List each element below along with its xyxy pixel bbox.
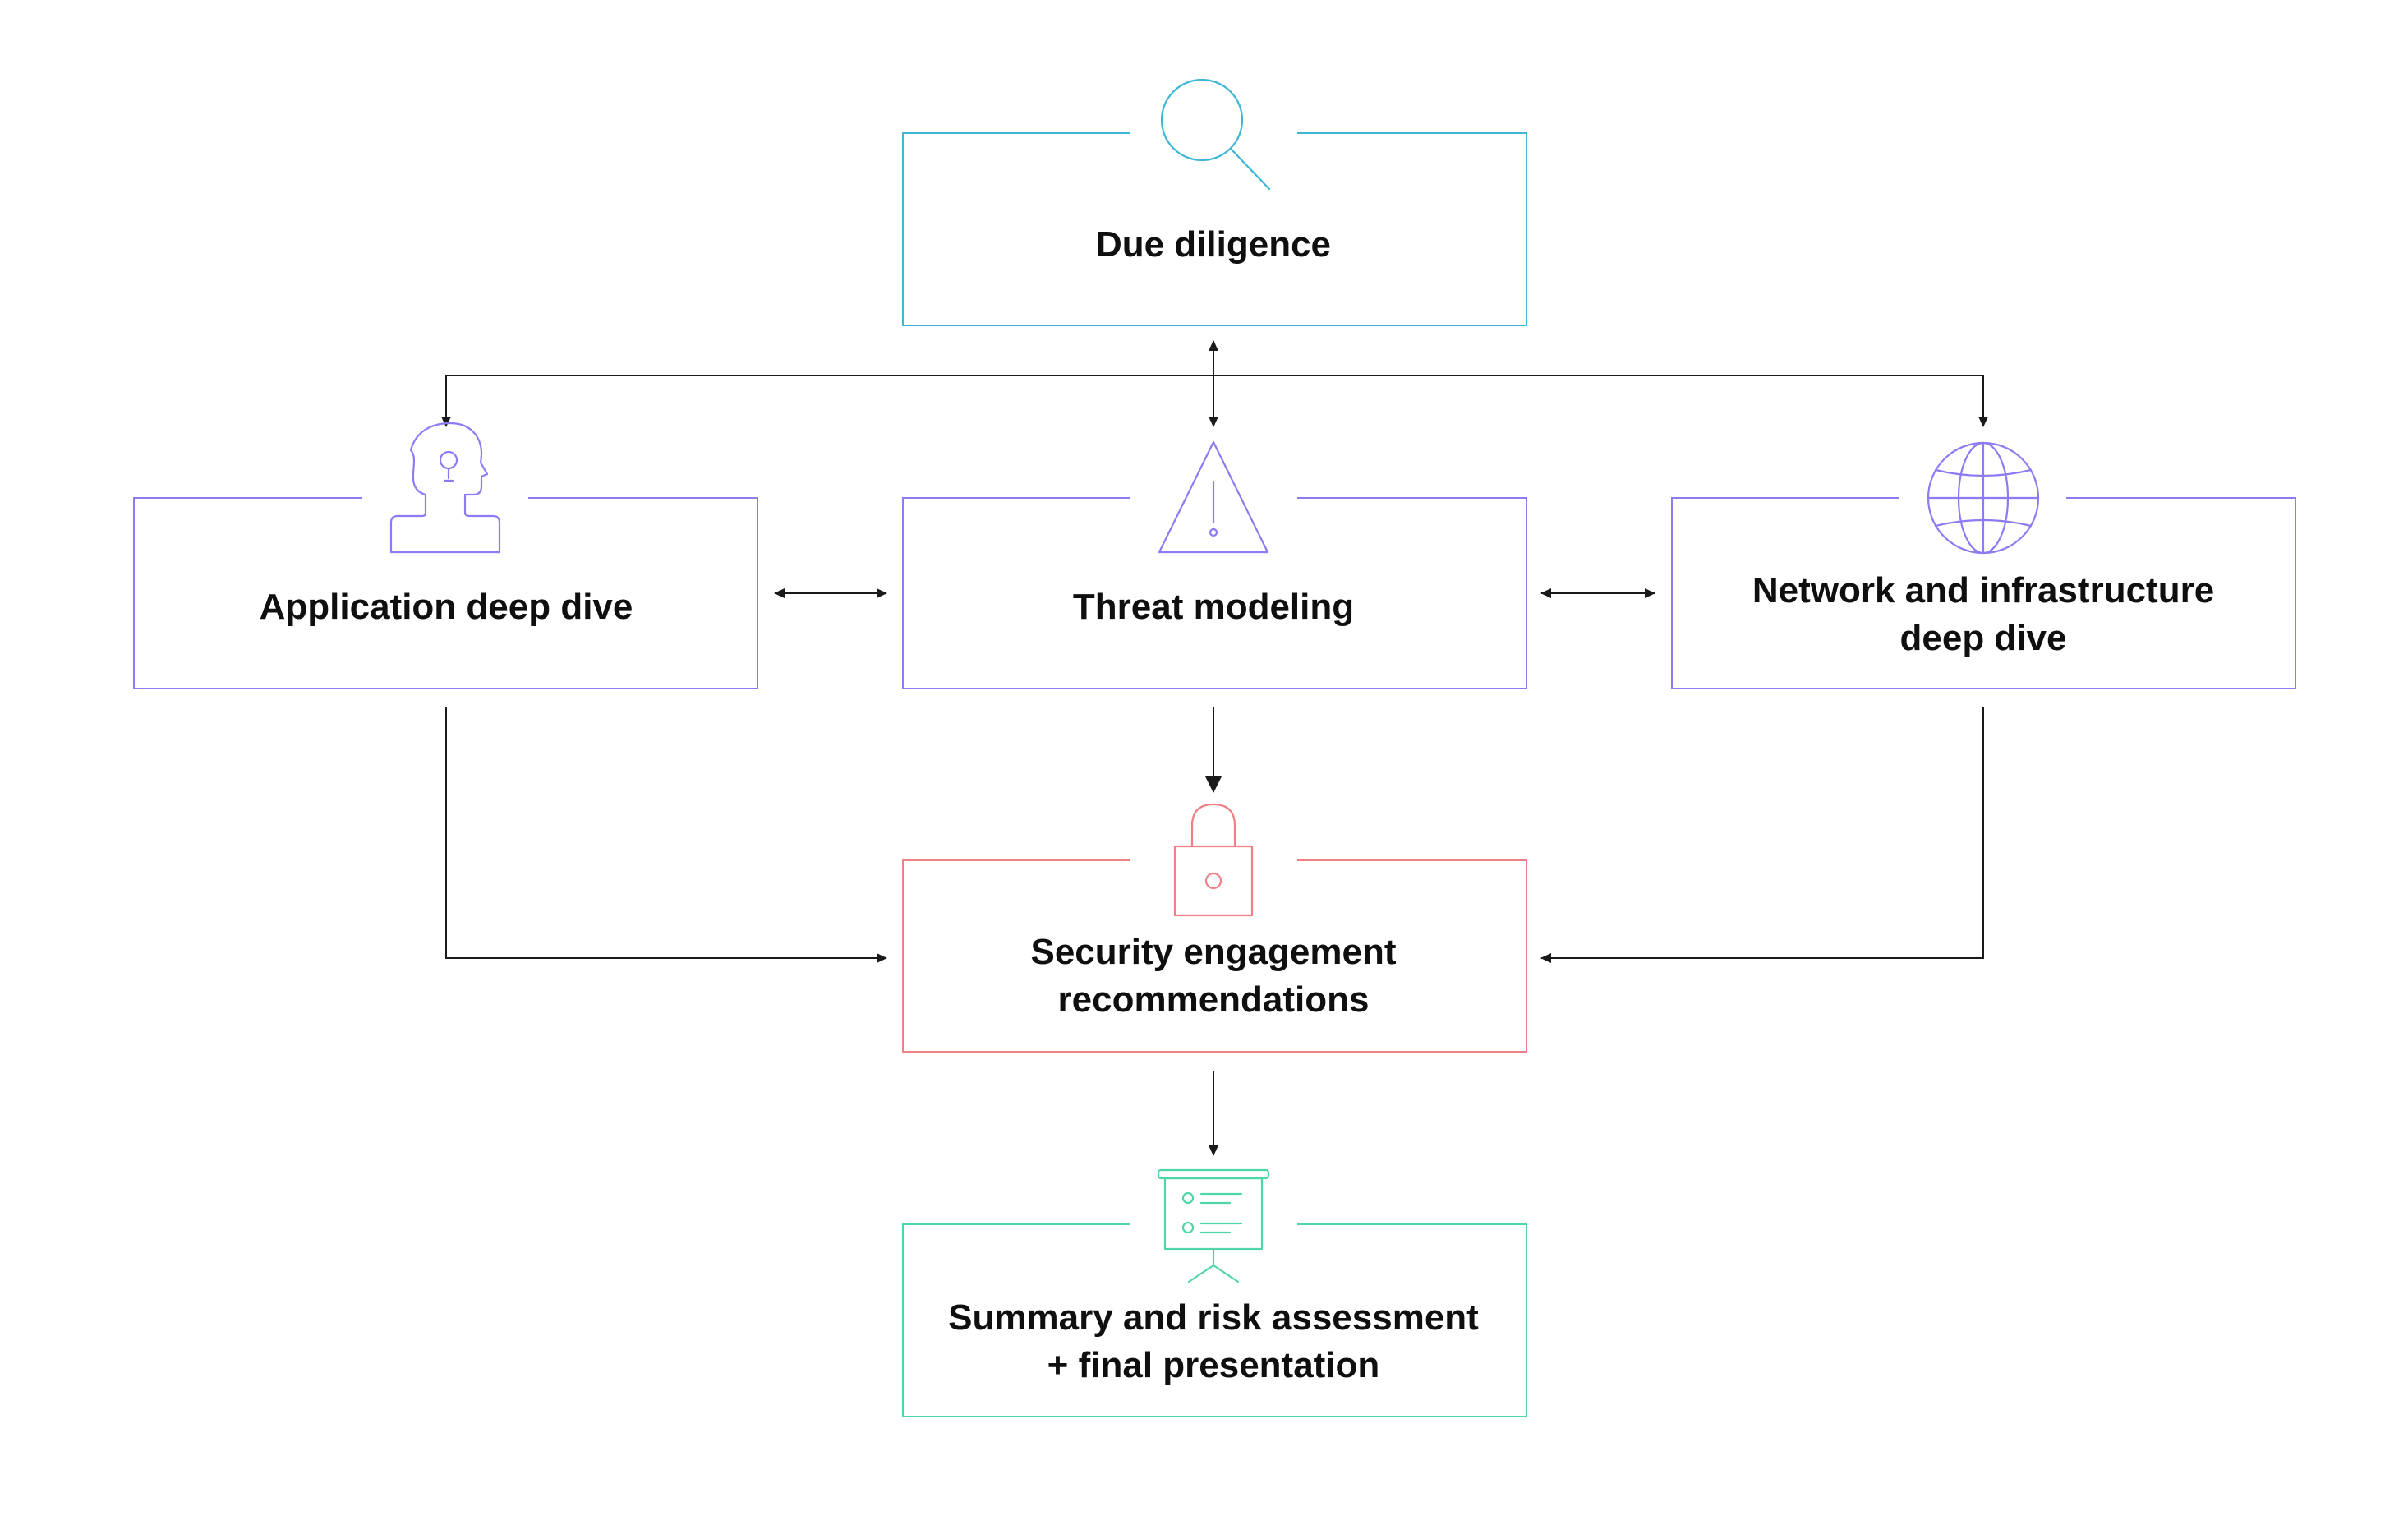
box-due-diligence (902, 132, 1527, 326)
svg-text:Application deep dive: Application deep dive (260, 587, 633, 627)
node-due-diligence: Due diligence (902, 78, 1527, 326)
security-label-line: Security engagement (1030, 932, 1396, 972)
box-threat-modeling (902, 497, 1527, 689)
box-application-deep-dive (133, 497, 758, 689)
box-network-infrastructure (1671, 497, 2296, 689)
globe-icon (1927, 441, 2040, 555)
magnifier-icon (1160, 78, 1271, 191)
person-idea-icon (389, 422, 501, 554)
summary-label-line: Summary and risk assessment (948, 1297, 1479, 1338)
due-diligence-label-line: Due diligence (1096, 224, 1331, 265)
summary-label-line: + final presentation (1047, 1345, 1380, 1385)
connector-to-application (441, 375, 1213, 427)
node-application-deep-dive: Application deep dive (133, 422, 758, 689)
svg-text:Threat modeling: Threat modeling (1073, 587, 1354, 627)
network-label-line: Network and infrastructure (1752, 570, 2214, 611)
box-security-engagement (902, 859, 1527, 1053)
box-summary (902, 1223, 1527, 1417)
node-threat-modeling: Threat modeling (902, 440, 1527, 689)
connector-application-security (445, 707, 887, 963)
node-network-infrastructure: Network and infrastructure deep dive (1671, 441, 2296, 689)
connectors (441, 340, 1988, 1156)
application-label-line: Application deep dive (260, 587, 633, 627)
presentation-board-icon (1157, 1168, 1270, 1283)
node-summary: Summary and risk assessment + final prese… (902, 1168, 1527, 1417)
svg-text:Summary and risk assessment+ f: Summary and risk assessment + final prese… (948, 1297, 1479, 1385)
svg-text:Due diligence: Due diligence (1096, 224, 1331, 265)
security-label-line: recommendations (1058, 979, 1370, 1020)
connector-network-security (1540, 707, 1984, 963)
padlock-icon (1173, 803, 1254, 917)
network-label-line: deep dive (1900, 618, 2067, 658)
threat-label-line: Threat modeling (1073, 587, 1354, 627)
node-security-engagement: Security engagement recommendations (902, 803, 1527, 1053)
warning-triangle-icon (1158, 440, 1269, 554)
connector-to-network (1213, 375, 1988, 427)
